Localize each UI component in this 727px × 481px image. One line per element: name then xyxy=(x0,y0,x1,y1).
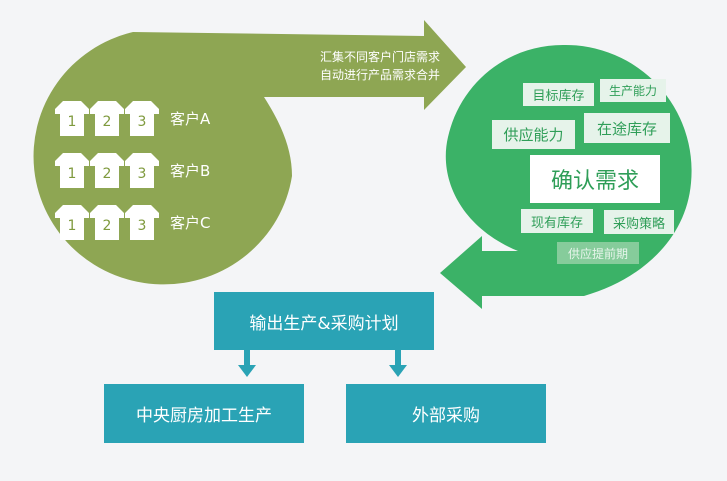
arrow-down-right-icon xyxy=(389,365,407,377)
customer-b-label: 客户B xyxy=(170,161,211,180)
store-number: 1 xyxy=(67,218,77,234)
store-house-icon: 3 xyxy=(125,204,159,240)
caption-line-1: 汇集不同客户门店需求 xyxy=(319,50,440,64)
confirm-demand-label: 确认需求 xyxy=(530,155,660,203)
central-kitchen-box: 中央厨房加工生产 xyxy=(104,384,304,443)
store-number: 2 xyxy=(102,114,112,130)
store-number: 3 xyxy=(137,114,147,130)
arrow-down-left-icon xyxy=(238,365,256,377)
store-number: 1 xyxy=(67,114,77,130)
store-house-icon: 3 xyxy=(125,152,159,188)
store-house-icon: 3 xyxy=(125,100,159,136)
customer-a-label: 客户A xyxy=(170,109,211,128)
store-house-icon: 2 xyxy=(90,152,124,188)
store-house-icon: 1 xyxy=(55,100,89,136)
caption-line-2: 自动进行产品需求合并 xyxy=(319,68,440,82)
store-number: 3 xyxy=(137,166,147,182)
external-purchase-box: 外部采购 xyxy=(346,384,546,443)
store-house-icon: 2 xyxy=(90,100,124,136)
customer-row-a: 1 2 3 客户A xyxy=(55,98,210,138)
factor-production-capacity: 生产能力 xyxy=(600,79,666,102)
store-number: 3 xyxy=(137,218,147,234)
merge-demand-caption: 汇集不同客户门店需求 自动进行产品需求合并 xyxy=(250,48,440,84)
store-number: 2 xyxy=(102,218,112,234)
store-house-icon: 1 xyxy=(55,204,89,240)
customer-row-c: 1 2 3 客户C xyxy=(55,202,210,242)
customer-c-label: 客户C xyxy=(170,213,211,232)
factor-current-inventory: 现有库存 xyxy=(521,209,593,233)
store-house-icon: 2 xyxy=(90,204,124,240)
factor-in-transit-inventory: 在途库存 xyxy=(584,113,670,143)
output-plan-box: 输出生产&采购计划 xyxy=(214,292,434,350)
factor-supply-lead-time: 供应提前期 xyxy=(557,242,639,264)
factor-target-inventory: 目标库存 xyxy=(523,83,594,106)
factor-supply-capacity: 供应能力 xyxy=(492,120,575,149)
store-number: 1 xyxy=(67,166,77,182)
customer-list: 1 2 3 客户A 1 2 3 xyxy=(55,98,210,242)
factor-purchase-strategy: 采购策略 xyxy=(604,210,674,234)
store-number: 2 xyxy=(102,166,112,182)
store-house-icon: 1 xyxy=(55,152,89,188)
customer-row-b: 1 2 3 客户B xyxy=(55,150,210,190)
